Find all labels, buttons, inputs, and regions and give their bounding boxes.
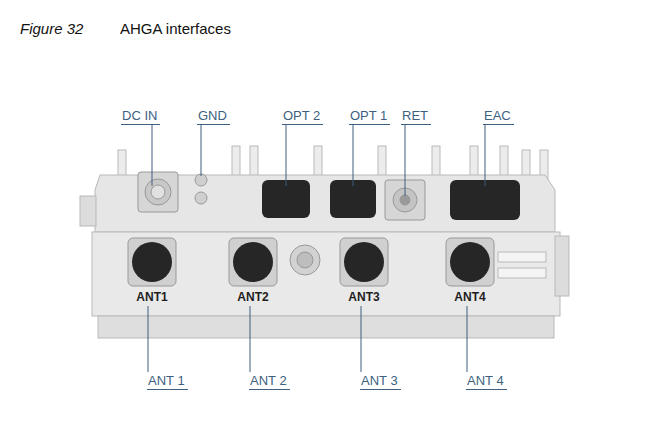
port-marking: ANT2 [237, 291, 268, 303]
callout-label: OPT 1 [349, 109, 390, 125]
callout-label: ANT 4 [466, 374, 507, 390]
callout-label: RET [401, 109, 431, 125]
callout-label: GND [197, 109, 230, 125]
figure-title: AHGA interfaces [120, 21, 231, 36]
callout-label: OPT 2 [282, 109, 323, 125]
port-marking: ANT3 [348, 291, 379, 303]
port-marking: ANT4 [454, 291, 485, 303]
callout-label: EAC [483, 109, 514, 125]
callout-label: DC IN [121, 109, 160, 125]
port-marking: ANT1 [136, 291, 167, 303]
callout-label: ANT 1 [147, 374, 188, 390]
callout-label: ANT 2 [249, 374, 290, 390]
figure-number: Figure 32 [20, 21, 83, 36]
callout-label: ANT 3 [360, 374, 401, 390]
